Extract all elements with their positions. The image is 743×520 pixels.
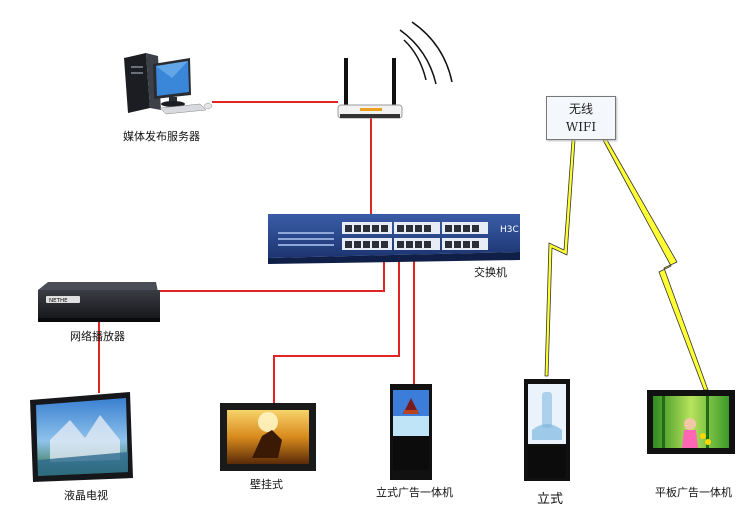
- label-lcd-tv: 液晶电视: [64, 489, 108, 502]
- label-media-server: 媒体发布服务器: [123, 130, 200, 143]
- label-standing: 立式: [537, 492, 564, 507]
- wireless-links: [544, 139, 709, 391]
- tablet-ad-machine: [647, 390, 735, 454]
- wifi-access-point-box: 无线 WIFI: [546, 96, 616, 140]
- player-brand: NETHE: [49, 298, 68, 304]
- standing-ad-machine: [390, 384, 432, 480]
- wireless-router: [337, 21, 453, 119]
- label-wall-mounted: 壁挂式: [250, 478, 283, 491]
- wifi-label-en: WIFI: [565, 120, 597, 134]
- media-server-computer: [124, 53, 213, 115]
- network-player-box: NETHE: [38, 282, 160, 322]
- wire-switch-wallmount: [273, 260, 400, 403]
- bolt-to-tablet: [602, 139, 709, 391]
- bolt-to-standing: [544, 139, 576, 377]
- wired-connections: [98, 101, 415, 403]
- switch-brand: H3C: [500, 225, 519, 235]
- label-switch: 交换机: [474, 266, 507, 279]
- label-network-player: 网络播放器: [70, 330, 125, 343]
- label-tablet-ad-machine: 平板广告一体机: [655, 486, 732, 499]
- lcd-tv: [30, 392, 133, 482]
- label-standing-ad-machine: 立式广告一体机: [376, 486, 453, 499]
- wifi-label-cn: 无线: [568, 102, 593, 116]
- standing-kiosk: [524, 379, 570, 481]
- wire-switch-player: [160, 260, 385, 292]
- wall-mounted-screen: [220, 403, 316, 471]
- network-switch: H3C: [268, 214, 520, 264]
